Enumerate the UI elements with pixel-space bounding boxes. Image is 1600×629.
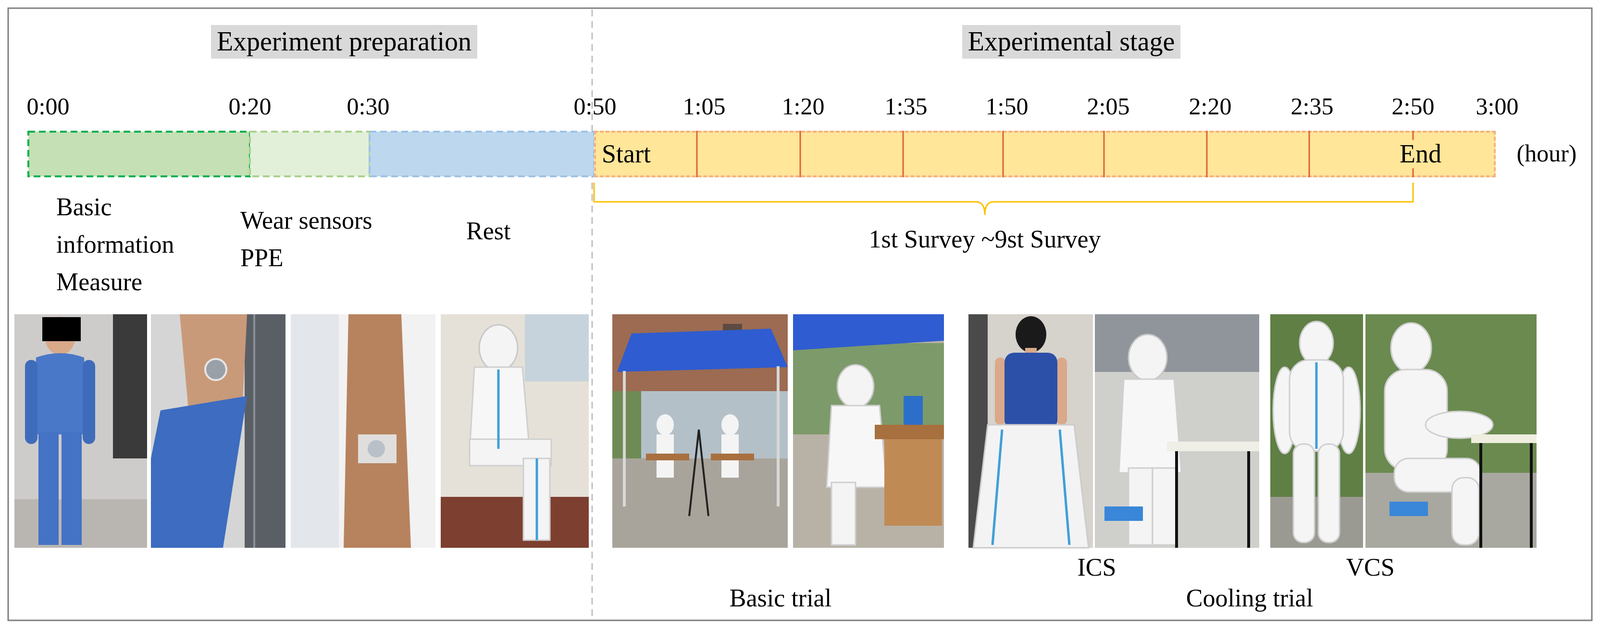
- timeline-segment: [28, 131, 250, 177]
- segment-divider: [1002, 130, 1005, 178]
- time-tick: 0:00: [26, 91, 70, 122]
- stage-heading: Experiment preparation: [210, 24, 478, 59]
- phase-label: Rest: [466, 215, 511, 247]
- segment-divider: [696, 130, 698, 178]
- segment-divider: [902, 130, 905, 178]
- segment-divider: [1308, 130, 1311, 178]
- start-label: Start: [599, 139, 653, 169]
- time-tick: 1:20: [781, 91, 825, 122]
- photo-ics-seated: [1094, 314, 1260, 548]
- outer-frame: [8, 8, 1592, 621]
- photo-vcs-seated: [1365, 314, 1537, 548]
- time-tick: 0:20: [228, 91, 272, 122]
- photo-rest: [440, 314, 589, 548]
- trial-label: Cooling trial: [1186, 582, 1314, 614]
- end-label: End: [1397, 139, 1444, 169]
- timeline-bar: Start End: [594, 130, 1496, 178]
- photo-participant: [14, 314, 148, 548]
- time-tick: 2:50: [1391, 91, 1435, 122]
- phase-label: Wear sensors PPE: [240, 201, 399, 277]
- time-tick: 3:00: [1475, 91, 1519, 122]
- time-tick: 2:20: [1189, 91, 1232, 122]
- segment-divider: [1206, 130, 1208, 178]
- photo-ics-vest: [968, 314, 1093, 548]
- segment-dividers: [594, 130, 1496, 178]
- heading-text: Experiment preparation: [216, 26, 472, 57]
- time-tick: 1:35: [884, 91, 928, 122]
- heading-text: Experimental stage: [967, 26, 1176, 57]
- photo-sensor-forearm: [290, 314, 436, 548]
- photo-basic-trial: [793, 314, 944, 548]
- timeline-segment: [249, 131, 370, 177]
- photo-sensor-arm: [150, 314, 286, 548]
- survey-label: 1st Survey ~9st Survey: [868, 223, 1101, 255]
- time-tick: 1:50: [985, 91, 1029, 122]
- phase-label: Basic information Measure: [56, 188, 201, 301]
- time-tick: 0:30: [347, 91, 390, 122]
- survey-bracket: [594, 182, 1414, 215]
- segment-divider: [799, 130, 802, 178]
- time-tick: 1:05: [682, 91, 726, 122]
- trial-label: Basic trial: [729, 582, 832, 614]
- timeline-segment: [369, 131, 595, 177]
- time-tick: 2:35: [1290, 91, 1334, 122]
- time-tick: 0:50: [573, 91, 617, 122]
- photo-vcs-standing: [1270, 314, 1364, 548]
- time-tick: 2:05: [1087, 91, 1130, 122]
- axis-unit: (hour): [1516, 138, 1577, 169]
- condition-label: ICS: [1077, 551, 1117, 583]
- condition-label: VCS: [1345, 551, 1395, 583]
- photo-basic-trial-site: [612, 314, 788, 548]
- segment-divider: [1103, 130, 1105, 178]
- stage-heading: Experimental stage: [962, 24, 1181, 59]
